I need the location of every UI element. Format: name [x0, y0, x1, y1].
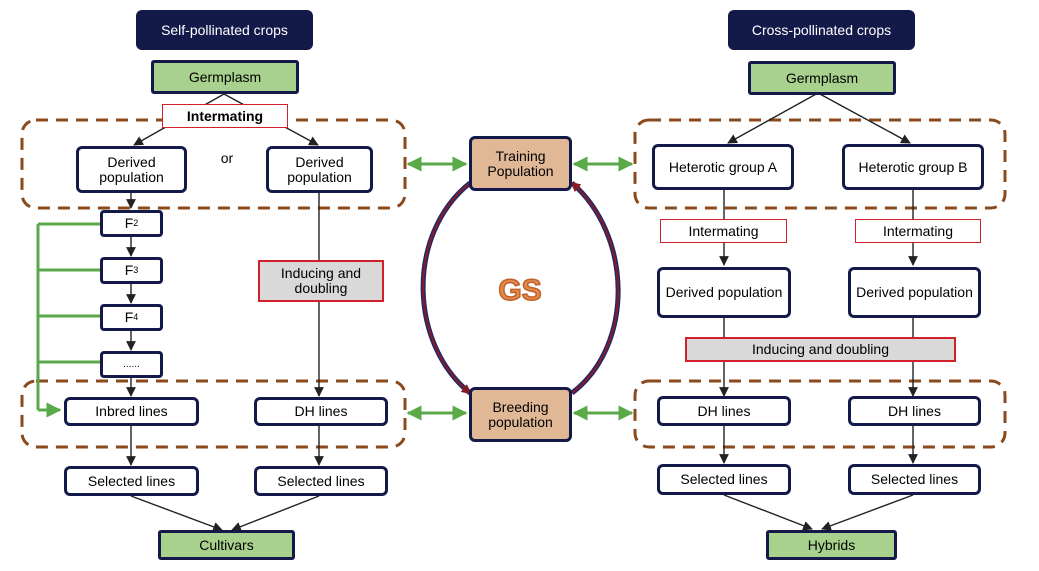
left-top-dashed-region	[20, 118, 407, 210]
green-double-arrows	[406, 156, 634, 421]
left-derived-population-a: Derived population	[76, 146, 187, 193]
left-selected-lines-a: Selected lines	[64, 466, 199, 496]
left-selected-lines-b: Selected lines	[254, 466, 388, 496]
left-green-feedback	[36, 222, 100, 418]
generation-f3-base: F	[124, 262, 134, 278]
right-inducing-doubling: Inducing and doubling	[685, 337, 956, 362]
training-population-node: Training Population	[469, 136, 572, 191]
self-pollinated-header: Self-pollinated crops	[136, 10, 313, 50]
heterotic-group-b: Heterotic group B	[842, 144, 984, 190]
cultivars-node: Cultivars	[158, 530, 295, 560]
generation-more: ......	[100, 351, 163, 378]
heterotic-group-a: Heterotic group A	[652, 144, 794, 190]
right-selected-lines-a: Selected lines	[657, 464, 791, 495]
left-inducing-doubling: Inducing and doubling	[258, 260, 384, 302]
generation-f3-sub: 3	[133, 265, 139, 275]
or-label: or	[220, 149, 234, 166]
left-germplasm-node: Germplasm	[151, 60, 299, 94]
right-intermating-label-a: Intermating	[660, 219, 787, 243]
right-derived-population-a: Derived population	[657, 267, 791, 318]
right-selected-lines-b: Selected lines	[848, 464, 981, 495]
right-germplasm-node: Germplasm	[748, 61, 896, 95]
inbred-lines-node: Inbred lines	[64, 397, 199, 426]
generation-f4-base: F	[124, 309, 134, 325]
right-top-dashed-region	[633, 118, 1007, 210]
right-intermating-label-b: Intermating	[855, 219, 981, 243]
right-bottom-dashed-region	[633, 379, 1007, 449]
left-arrows	[126, 93, 324, 532]
left-dh-lines-node: DH lines	[254, 397, 388, 426]
right-dh-lines-a: DH lines	[657, 396, 791, 426]
generation-f2-sub: 2	[133, 218, 139, 228]
gs-cycle-arrows	[420, 181, 621, 395]
gs-label: GS	[498, 273, 543, 308]
generation-more-base: ......	[123, 359, 140, 370]
hybrids-node: Hybrids	[766, 530, 897, 560]
left-intermating-label: Intermating	[162, 104, 288, 128]
generation-f2-base: F	[124, 215, 134, 231]
generation-f4-sub: 4	[133, 312, 139, 322]
cross-pollinated-header: Cross-pollinated crops	[728, 10, 915, 50]
left-derived-population-b: Derived population	[266, 146, 373, 193]
right-derived-population-b: Derived population	[848, 267, 981, 318]
right-dh-lines-b: DH lines	[848, 396, 981, 426]
breeding-population-node: Breeding population	[469, 387, 572, 442]
